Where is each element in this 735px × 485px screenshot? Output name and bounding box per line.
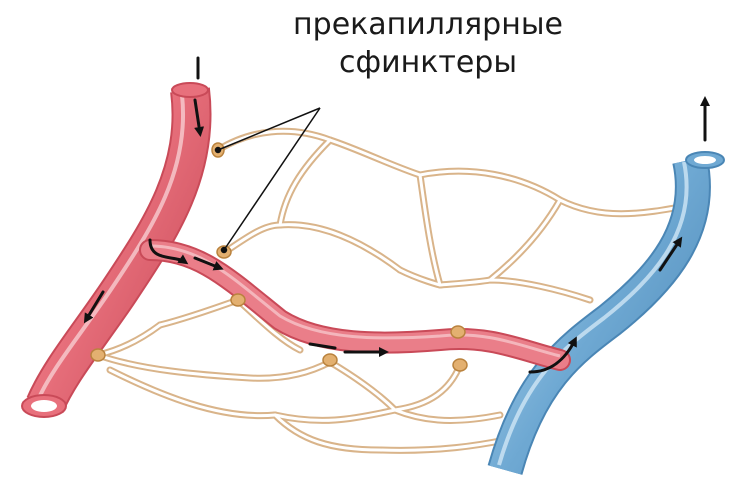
sphincter: [453, 359, 467, 371]
venule: [499, 152, 724, 470]
sphincter: [231, 294, 245, 306]
sphincter: [451, 326, 465, 338]
sphincters-label-line-2: сфинктеры: [339, 45, 517, 80]
sphincter: [323, 354, 337, 366]
sphincters-label-line-1: прекапиллярные: [293, 7, 563, 42]
sphincter: [91, 349, 105, 361]
